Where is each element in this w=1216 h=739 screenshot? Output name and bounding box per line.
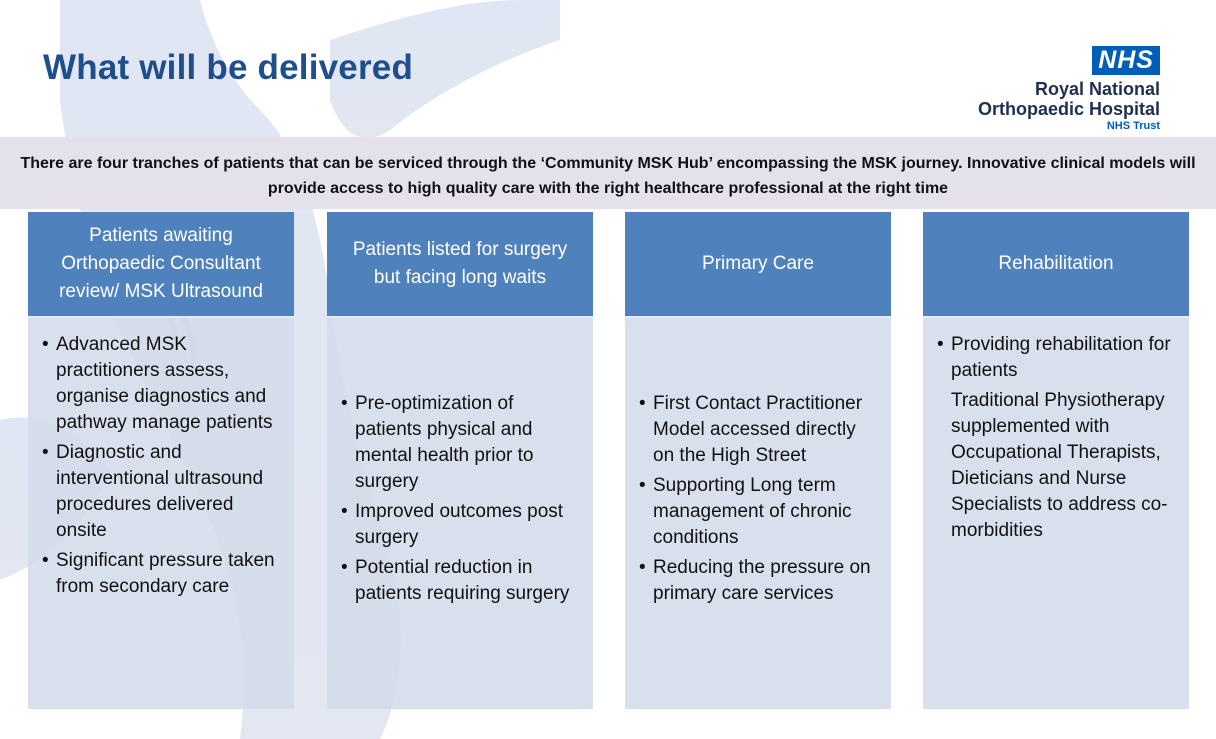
- bullet-item: Advanced MSK practitioners assess, organ…: [42, 332, 280, 436]
- column-heading: Rehabilitation: [923, 212, 1189, 316]
- column-body: First Contact Practitioner Model accesse…: [625, 316, 891, 709]
- column-primary-care: Primary Care First Contact Practitioner …: [625, 212, 891, 709]
- bullet-item: First Contact Practitioner Model accesse…: [639, 391, 877, 469]
- column-body: Advanced MSK practitioners assess, organ…: [28, 316, 294, 709]
- bullet-item: Significant pressure taken from secondar…: [42, 548, 280, 600]
- column-body: Pre-optimization of patients physical an…: [327, 316, 593, 709]
- bullet-item: Supporting Long term management of chron…: [639, 473, 877, 551]
- column-rehabilitation: Rehabilitation Providing rehabilitation …: [923, 212, 1189, 709]
- bullet-item: Improved outcomes post surgery: [341, 499, 579, 551]
- column-body: Providing rehabilitation for patients Tr…: [923, 316, 1189, 709]
- bullet-item: Pre-optimization of patients physical an…: [341, 391, 579, 495]
- column-consultant-review: Patients awaiting Orthopaedic Consultant…: [28, 212, 294, 709]
- nhs-badge: NHS: [1092, 46, 1160, 75]
- column-note: Traditional Physiotherapy supplemented w…: [951, 390, 1168, 541]
- logo-line-royal-national: Royal National: [1034, 79, 1160, 99]
- column-heading: Primary Care: [625, 212, 891, 316]
- nhs-trust-logo: NHS Royal National Orthopaedic Hospital …: [960, 46, 1160, 133]
- bullet-item: Diagnostic and interventional ultrasound…: [42, 440, 280, 544]
- page-title: What will be delivered: [43, 48, 414, 87]
- column-surgery-waits: Patients listed for surgery but facing l…: [327, 212, 593, 709]
- column-heading: Patients listed for surgery but facing l…: [327, 212, 593, 316]
- column-heading: Patients awaiting Orthopaedic Consultant…: [28, 212, 294, 316]
- bullet-item: Reducing the pressure on primary care se…: [639, 555, 877, 607]
- logo-line-nhs-trust: NHS Trust: [1106, 120, 1160, 132]
- bullet-item: Potential reduction in patients requirin…: [341, 555, 579, 607]
- intro-band: There are four tranches of patients that…: [0, 137, 1216, 209]
- bullet-item: Providing rehabilitation for patients: [937, 332, 1175, 384]
- logo-line-orthopaedic-hospital: Orthopaedic Hospital: [977, 99, 1160, 119]
